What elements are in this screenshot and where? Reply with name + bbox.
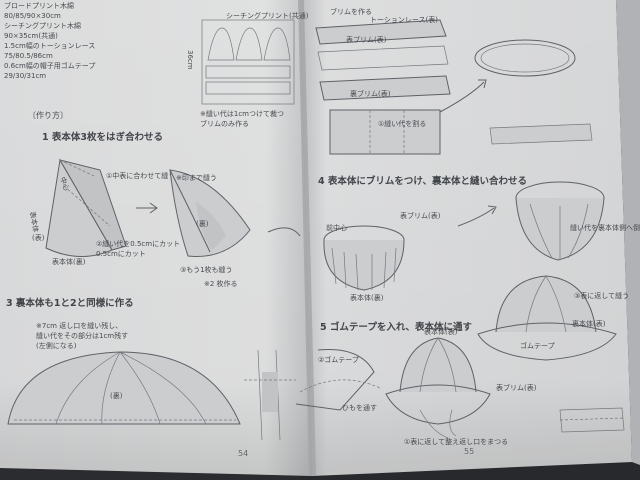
step-5-label: 表本体(表) bbox=[424, 327, 458, 336]
label-back: 表本体(裏) bbox=[52, 257, 86, 266]
material-line: 90×35cm(共通) bbox=[4, 31, 58, 40]
page-number-left: 54 bbox=[238, 449, 248, 458]
step-1b-note: ※印まで縫う bbox=[176, 173, 217, 182]
step-4-title: 4 表本体にブリムをつけ、裏本体と縫い合わせる bbox=[318, 175, 527, 187]
step-5-label: ①表に返して整え返し口をまつる bbox=[404, 437, 508, 446]
material-line: ブロードプリント木綿 bbox=[4, 1, 74, 10]
right-label: 表ブリム(表) bbox=[496, 383, 537, 392]
step-1b-note: ③もう1枚も縫う bbox=[180, 265, 233, 274]
step-4-label: 前中心 bbox=[326, 223, 347, 232]
cut-box-note: ※縫い代は1cmつけて裁つ bbox=[200, 109, 284, 118]
label-front: (表) bbox=[32, 233, 45, 242]
step-1b-inner: (裏) bbox=[196, 219, 209, 228]
materials-list: ブロードプリント木綿 80/85/90×30cm シーチングプリント木綿 90×… bbox=[4, 1, 95, 80]
step-1b-note: ※2 枚作る bbox=[204, 279, 238, 288]
step-1-note: ②縫い代を0.5cmにカット bbox=[96, 239, 180, 248]
step-3-note: (左側になる) bbox=[36, 341, 77, 350]
arrow-icon bbox=[136, 202, 158, 214]
step-3-note: 縫い代をその部分は1cm残す bbox=[36, 331, 128, 340]
material-line: 80/85/90×30cm bbox=[4, 12, 61, 20]
top-note: ブリムを作る bbox=[330, 7, 372, 16]
brim-strip-diagram: ブリムを作る トーションレース(表) 表ブリム(表) 裏ブリム(表) ①縫い代を… bbox=[315, 7, 451, 155]
page-number-right: 55 bbox=[464, 447, 474, 456]
cut-box-note: ブリムのみ作る bbox=[200, 119, 249, 128]
step-5-label: ②ゴムテープ bbox=[318, 355, 359, 364]
label-body: 表本体 bbox=[28, 211, 41, 233]
step-3-note: ※7cm 返し口を縫い残し、 bbox=[36, 321, 122, 330]
curved-arrow-icon bbox=[439, 79, 487, 113]
inner-hat-diagram: 縫い代を裏本体側へ倒す bbox=[515, 181, 640, 261]
material-line: シーチングプリント木綿 bbox=[4, 21, 81, 30]
step-3-inner: (裏) bbox=[110, 391, 123, 400]
elastic-detail-diagram: ゴムテープ 表ブリム(表) bbox=[496, 341, 625, 433]
brim-label: 表ブリム(表) bbox=[346, 35, 387, 44]
step-3-title: 3 裏本体も1と2と同様に作る bbox=[6, 297, 134, 309]
seam-detail-diagram bbox=[244, 227, 301, 441]
material-line: 0.6cm幅の帽子用ゴムテープ bbox=[4, 61, 95, 70]
brim-label: トーションレース(表) bbox=[370, 15, 438, 24]
step-4-diagram: 表ブリム(表) 表本体(裏) 前中心 bbox=[323, 211, 441, 302]
step-5-label: ひもを通す bbox=[342, 403, 377, 412]
step-1-diagram: 中心 表本体 (表) 表本体(裏) ①中表に合わせて縫う ②縫い代を0.5cmに… bbox=[28, 158, 180, 266]
step-1-title: 1 表本体3枚をはぎ合わせる bbox=[42, 131, 163, 143]
brim-note: ①縫い代を割る bbox=[378, 119, 426, 128]
step-4-label: 表本体(裏) bbox=[350, 293, 384, 302]
book-spine bbox=[298, 0, 316, 476]
step-3-diagram: ※7cm 返し口を縫い残し、 縫い代をその部分は1cm残す (左側になる) (裏… bbox=[7, 321, 241, 425]
step-5-title: 5 ゴムテープを入れ、表本体に通す bbox=[320, 321, 472, 333]
brim-ring-diagram bbox=[474, 39, 593, 145]
finished-hat-diagram: ③表に返して縫う 裏本体(表) bbox=[477, 275, 629, 361]
right-label: ③表に返して縫う bbox=[574, 291, 629, 300]
right-label: ゴムテープ bbox=[520, 341, 555, 350]
right-label: 縫い代を裏本体側へ倒す bbox=[570, 223, 640, 232]
section-heading: 〔作り方〕 bbox=[28, 110, 68, 120]
step-1-note: ①中表に合わせて縫う bbox=[106, 171, 175, 180]
size-label: 36cm bbox=[186, 50, 194, 70]
material-line: 29/30/31cm bbox=[4, 72, 46, 80]
cutting-layout-diagram: 36cm シーチングプリント(共通) ※縫い代は1cmつけて裁つ ブリムのみ作る bbox=[186, 11, 309, 128]
material-line: 1.5cm幅のトーションレース bbox=[4, 41, 95, 50]
step-5-diagram: ②ゴムテープ ひもを通す 表本体(表) ①表に返して整え返し口をまつる bbox=[295, 327, 508, 446]
step-1b-diagram: ※印まで縫う (裏) ③もう1枚も縫う ※2 枚作る bbox=[169, 169, 251, 288]
step-4-label: 表ブリム(表) bbox=[400, 211, 441, 220]
cut-margin-label: 0.5cmにカット bbox=[96, 250, 146, 258]
right-label: 裏本体(表) bbox=[572, 319, 606, 328]
curved-arrow-icon bbox=[457, 205, 497, 227]
brim-label: 裏ブリム(表) bbox=[350, 89, 391, 98]
material-line: 75/80.5/86cm bbox=[4, 52, 53, 60]
cut-box-title: シーチングプリント(共通) bbox=[226, 11, 309, 20]
